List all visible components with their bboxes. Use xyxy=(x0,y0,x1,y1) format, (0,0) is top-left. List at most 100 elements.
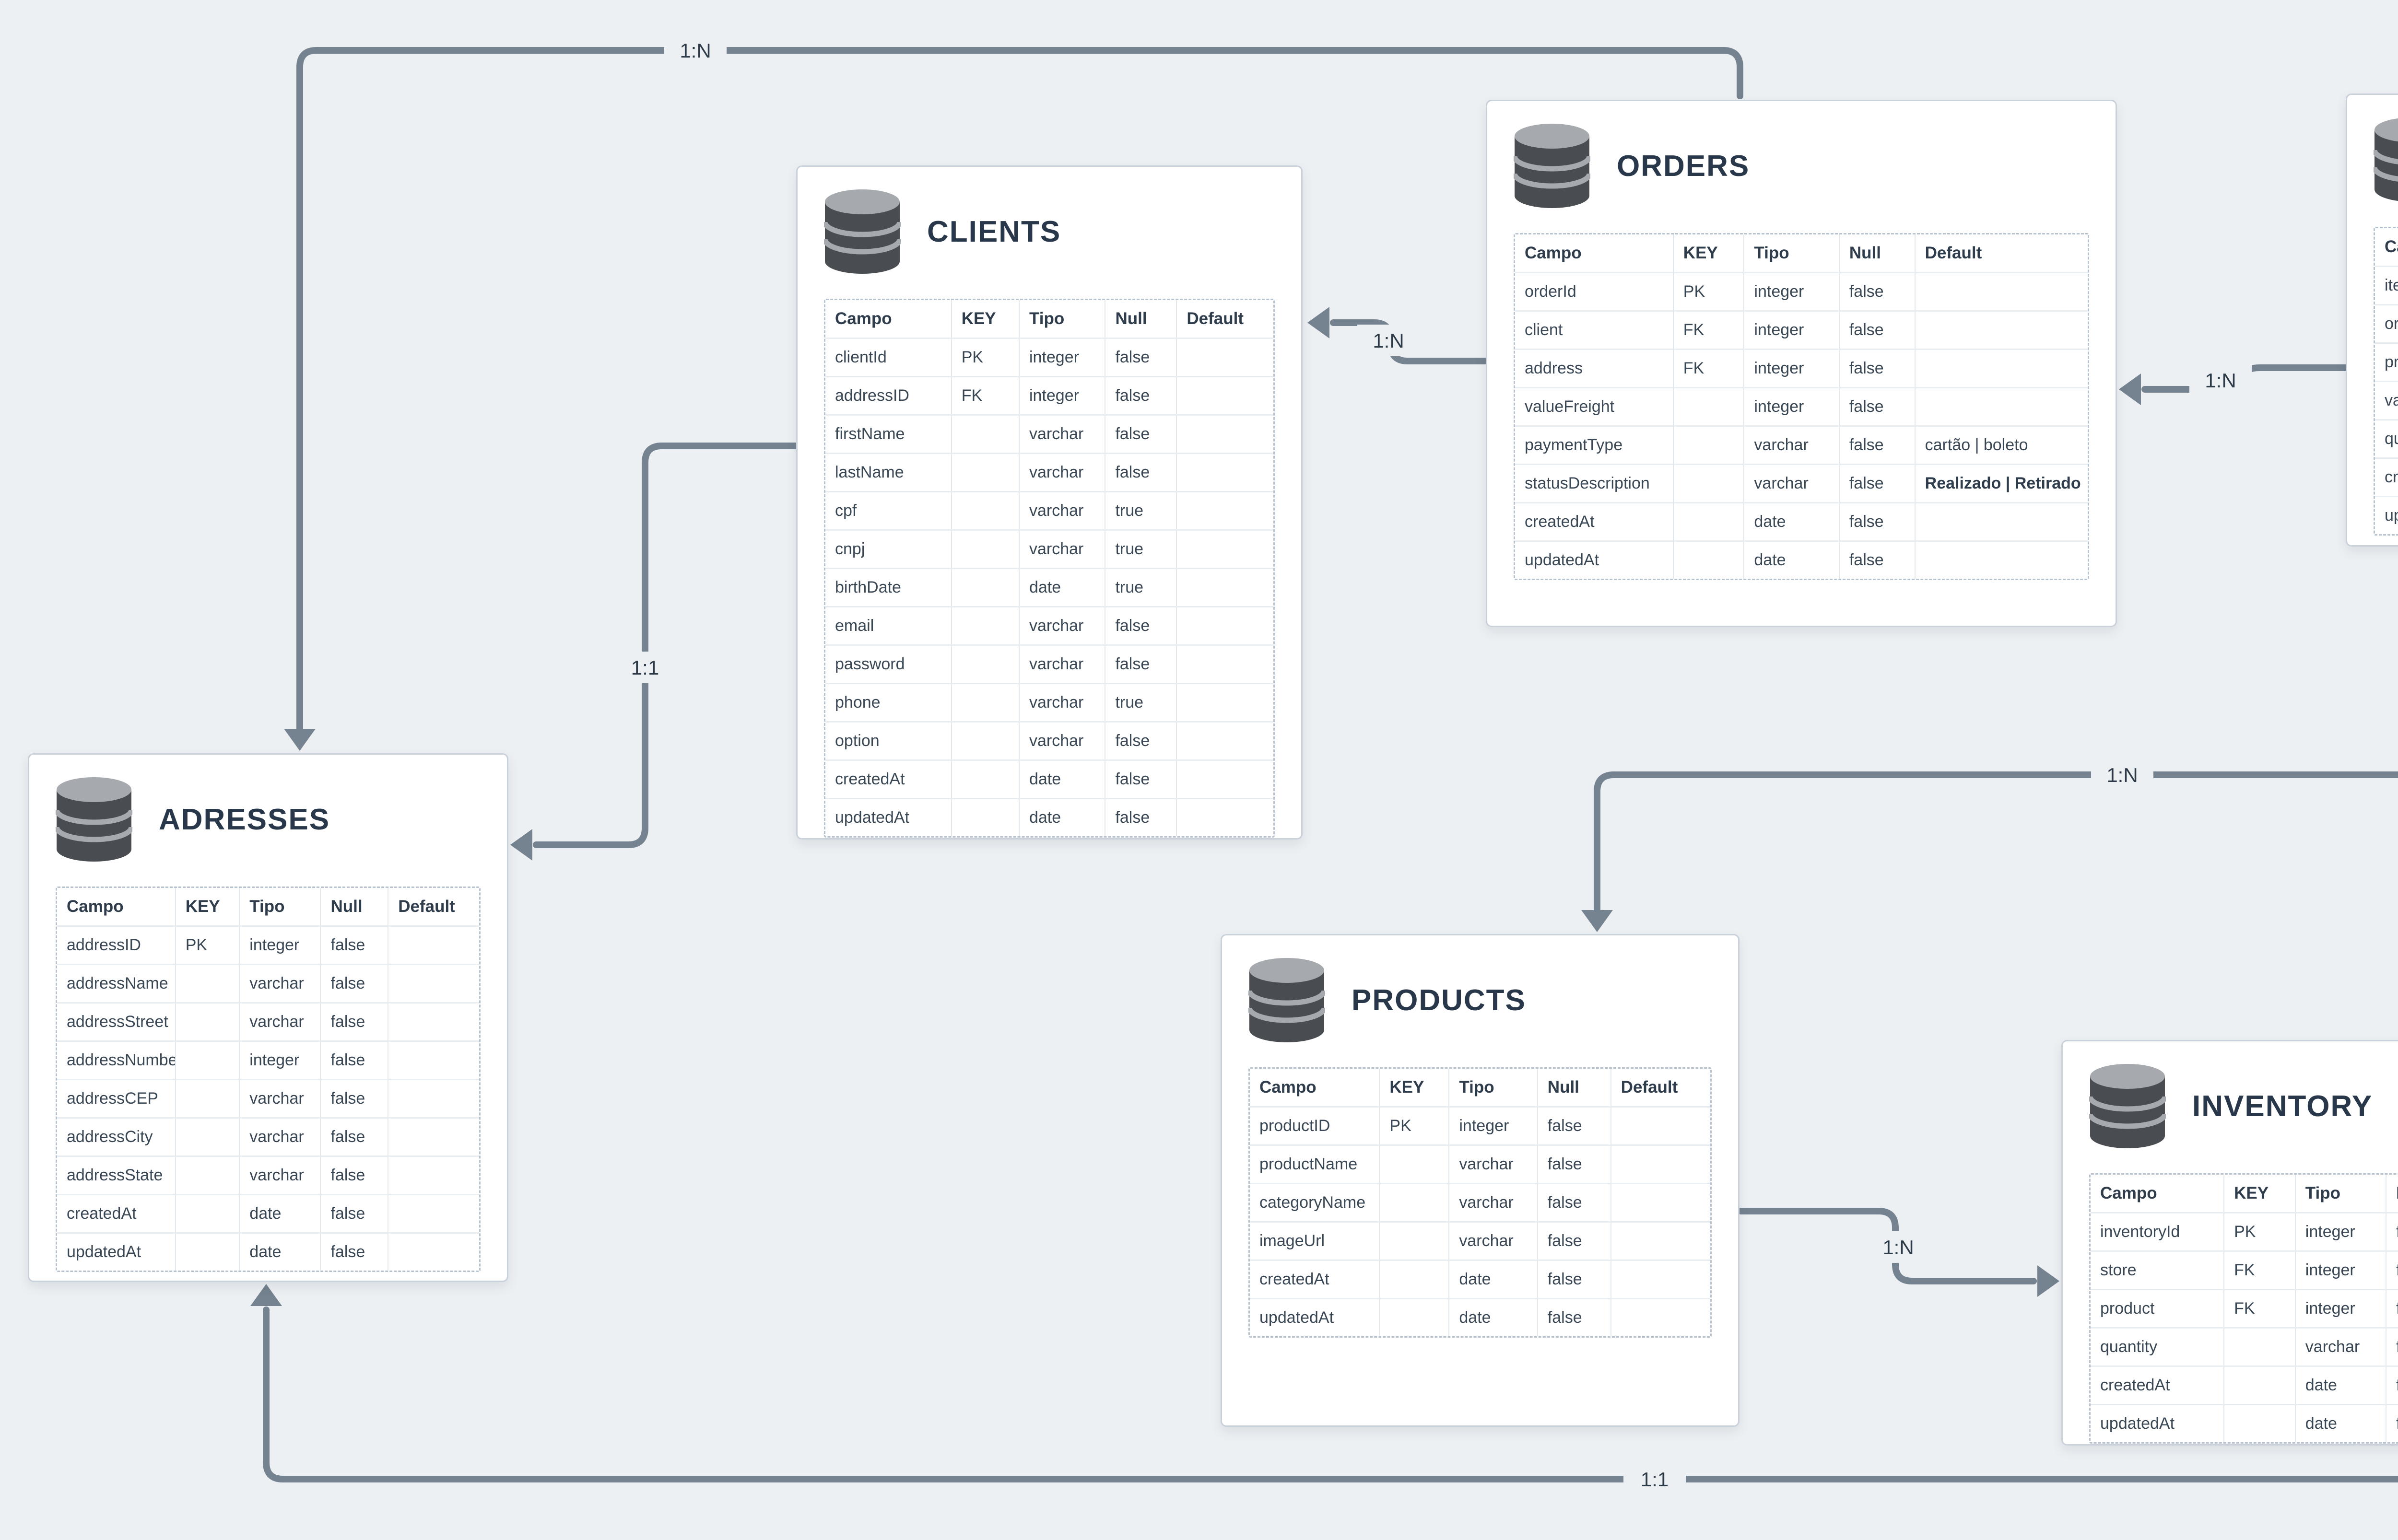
table-cell: valueFreight xyxy=(1515,387,1673,426)
table-cell: statusDescription xyxy=(1515,464,1673,503)
cardinality-label: 1:N xyxy=(1373,329,1404,352)
column-header: KEY xyxy=(175,888,240,926)
table-row: itemIdPKintegerfalse xyxy=(2375,266,2398,305)
table-cell: Realizado | Retirado xyxy=(1914,464,2088,503)
table-cell: updatedAt xyxy=(825,798,952,836)
table-cell: integer xyxy=(2294,1250,2386,1290)
table-cell: varchar xyxy=(1018,491,1105,530)
table-cell: FK xyxy=(951,376,1019,415)
column-header: Tipo xyxy=(1743,234,1839,273)
table-cell: PK xyxy=(2223,1212,2295,1251)
arrowhead-right-icon xyxy=(2037,1265,2059,1297)
table-cell xyxy=(1176,529,1273,569)
table-cell xyxy=(1176,644,1273,684)
table-cell: value xyxy=(2375,381,2398,420)
table-cell xyxy=(1379,1221,1449,1260)
column-header: Default xyxy=(1610,1069,1710,1107)
column-header: KEY xyxy=(1379,1069,1449,1107)
table-cell: phone xyxy=(825,683,952,722)
table-cell: false xyxy=(1105,759,1177,799)
table-cell: false xyxy=(1537,1144,1611,1184)
table-cell: date xyxy=(2294,1404,2386,1442)
table-cell xyxy=(1176,568,1273,607)
table-cell: varchar xyxy=(1448,1221,1538,1260)
table-cell xyxy=(175,1079,240,1118)
table-cell: FK xyxy=(2223,1289,2295,1328)
table-cell xyxy=(388,1155,479,1195)
column-header: Null xyxy=(2386,1175,2398,1213)
table-cell: varchar xyxy=(1018,453,1105,492)
table-row: inventoryIdPKintegerfalse xyxy=(2091,1212,2398,1251)
table-cell xyxy=(1176,683,1273,722)
table-cell: false xyxy=(1105,606,1177,645)
table-cell xyxy=(1379,1260,1449,1299)
table-cell: varchar xyxy=(239,1079,321,1118)
table-cell xyxy=(951,721,1019,760)
table-cell: false xyxy=(1105,414,1177,454)
table-cell: inventoryId xyxy=(2091,1212,2224,1251)
table-cell xyxy=(175,1002,240,1041)
column-header: Null xyxy=(1838,234,1915,273)
table-cell: false xyxy=(2386,1327,2398,1366)
table-card-header: PRODUCTS xyxy=(1248,955,1712,1046)
table-cell xyxy=(388,1232,479,1271)
table-cell xyxy=(1610,1106,1710,1145)
table-cell: cartão | boleto xyxy=(1914,425,2088,465)
table-cell: productName xyxy=(1250,1144,1380,1184)
table-cell: integer xyxy=(1743,387,1839,426)
table-cell: createdAt xyxy=(2091,1365,2224,1405)
table-cell xyxy=(951,529,1019,569)
table-cell: imageUrl xyxy=(1250,1221,1380,1260)
table-cell: PK xyxy=(1672,272,1744,311)
table-cell: integer xyxy=(1743,272,1839,311)
table-cell: false xyxy=(1105,376,1177,415)
table-cell: FK xyxy=(2223,1250,2295,1290)
table-cell: false xyxy=(1838,502,1915,541)
table-title: PRODUCTS xyxy=(1352,983,1526,1017)
table-cell: cnpj xyxy=(825,529,952,569)
relationship-items-orders: 1:N xyxy=(2119,364,2350,405)
cardinality-label: 1:N xyxy=(2106,764,2138,786)
table-cell xyxy=(1176,453,1273,492)
table-cell xyxy=(1379,1298,1449,1336)
table-cell: false xyxy=(320,1079,388,1118)
relationship-clients-adresses: 1:1 xyxy=(510,443,801,861)
table-cell: integer xyxy=(1018,376,1105,415)
table-cell xyxy=(951,798,1019,836)
table-cell xyxy=(1914,272,2088,311)
table-cell xyxy=(1672,464,1744,503)
column-header: Null xyxy=(320,888,388,926)
column-header: KEY xyxy=(2223,1175,2295,1213)
table-cell xyxy=(1914,387,2088,426)
table-cell: quantity xyxy=(2091,1327,2224,1366)
table-cell: false xyxy=(320,1002,388,1041)
table-cell: updatedAt xyxy=(2091,1404,2224,1442)
table-cell: createdAt xyxy=(2375,457,2398,497)
table-cell xyxy=(1176,606,1273,645)
table-cell: date xyxy=(1018,568,1105,607)
table-cell xyxy=(951,568,1019,607)
table-cell: integer xyxy=(1448,1106,1538,1145)
